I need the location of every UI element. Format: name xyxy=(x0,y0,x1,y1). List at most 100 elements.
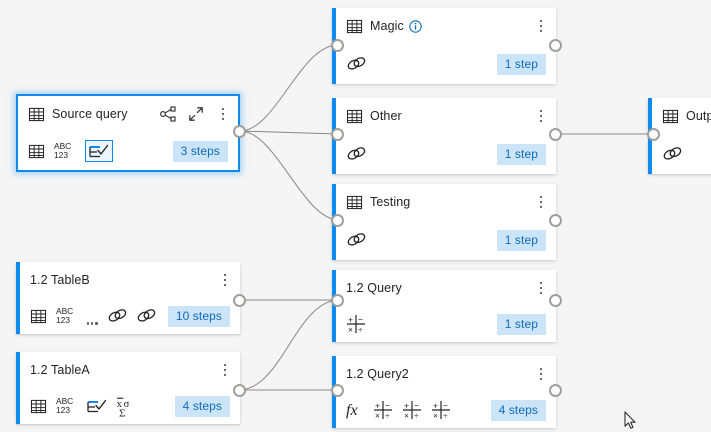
table-icon[interactable] xyxy=(30,309,47,324)
choose-columns-icon-highlighted[interactable] xyxy=(85,140,113,162)
kebab-menu-button[interactable] xyxy=(534,280,548,296)
svg-text:÷: ÷ xyxy=(385,411,390,420)
node-title: Testing xyxy=(370,195,410,209)
svg-text:−: − xyxy=(443,401,448,411)
expand-icon[interactable] xyxy=(188,106,204,122)
node-header-actions xyxy=(534,18,548,34)
node-header-actions xyxy=(218,362,232,378)
port-in-query2[interactable] xyxy=(331,384,344,397)
port-out-other[interactable] xyxy=(549,128,562,141)
node-header-actions xyxy=(534,280,548,296)
node-accent-bar xyxy=(16,262,20,334)
link-icon[interactable] xyxy=(346,232,366,248)
svg-text:ABC: ABC xyxy=(54,141,71,151)
query-node-source-query[interactable]: Source query ABC xyxy=(16,94,240,172)
port-out-source-query[interactable] xyxy=(233,125,246,138)
link-icon[interactable] xyxy=(346,146,366,162)
table-icon[interactable] xyxy=(30,399,47,414)
svg-text:fx: fx xyxy=(346,402,358,419)
node-body: ABC 123 10 steps xyxy=(16,298,240,334)
kebab-menu-button[interactable] xyxy=(534,194,548,210)
node-header-actions xyxy=(534,194,548,210)
step-count-badge[interactable]: 1 step xyxy=(496,229,546,251)
standard-math-icon[interactable]: + − × ÷ xyxy=(402,400,422,420)
abc123-icon[interactable]: ABC 123 xyxy=(54,141,76,161)
statistics-icon[interactable]: x σ Σ xyxy=(116,396,134,417)
table-icon xyxy=(346,19,363,33)
query-node-tableb[interactable]: 1.2 TableB ABC 123 10 steps xyxy=(16,262,240,334)
node-header: Outp xyxy=(648,98,711,134)
port-out-magic[interactable] xyxy=(549,39,562,52)
query-node-magic[interactable]: Magic 1 step xyxy=(332,8,556,84)
query-node-tablea[interactable]: 1.2 TableA ABC 123 xyxy=(16,352,240,424)
step-count-badge[interactable]: 10 steps xyxy=(167,305,230,327)
port-in-testing[interactable] xyxy=(331,214,344,227)
port-in-query[interactable] xyxy=(331,294,344,307)
mouse-cursor xyxy=(624,411,636,429)
table-icon xyxy=(346,109,363,123)
link-icon[interactable] xyxy=(662,146,682,162)
connector-source-query-to-other xyxy=(239,130,339,135)
node-title-text: Query xyxy=(367,281,402,295)
ellipsis-icon[interactable] xyxy=(87,305,98,328)
port-out-query[interactable] xyxy=(549,294,562,307)
fx-icon[interactable]: fx xyxy=(346,400,364,420)
abc123-icon[interactable]: ABC 123 xyxy=(56,396,78,416)
node-body: 1 step xyxy=(332,44,556,84)
table-icon[interactable] xyxy=(28,144,45,159)
port-in-output[interactable] xyxy=(647,128,660,141)
svg-text:123: 123 xyxy=(54,150,68,160)
standard-math-icon[interactable]: + − × ÷ xyxy=(431,400,451,420)
link-icon[interactable] xyxy=(136,308,156,324)
node-title: 1.2 Query xyxy=(346,281,402,295)
query-node-query[interactable]: 1.2 Query + − × ÷ 1 step xyxy=(332,270,556,342)
node-header: Other xyxy=(332,98,556,134)
step-count-badge[interactable]: 1 step xyxy=(496,53,546,75)
link-icon[interactable] xyxy=(346,56,366,72)
abc123-icon[interactable]: ABC 123 xyxy=(56,306,78,326)
step-count-badge[interactable]: 4 steps xyxy=(490,399,546,421)
node-title-text: Source query xyxy=(52,107,128,121)
kebab-menu-button[interactable] xyxy=(218,362,232,378)
svg-text:×: × xyxy=(348,325,353,334)
node-accent-bar xyxy=(16,352,20,424)
node-header: Source query xyxy=(18,96,238,132)
kebab-menu-button[interactable] xyxy=(218,272,232,288)
port-out-tablea[interactable] xyxy=(233,384,246,397)
step-count-badge[interactable]: 4 steps xyxy=(174,395,230,417)
kebab-menu-button[interactable] xyxy=(534,366,548,382)
table-icon xyxy=(346,195,363,209)
svg-text:+: + xyxy=(433,401,438,411)
link-icon[interactable] xyxy=(107,308,127,324)
share-icon[interactable] xyxy=(160,106,176,122)
step-count-badge[interactable]: 3 steps xyxy=(172,140,228,162)
svg-text:×: × xyxy=(433,411,438,420)
port-out-query2[interactable] xyxy=(549,384,562,397)
kebab-menu-button[interactable] xyxy=(216,106,230,122)
kebab-menu-button[interactable] xyxy=(534,108,548,124)
kebab-menu-button[interactable] xyxy=(534,18,548,34)
standard-math-icon[interactable]: + − × ÷ xyxy=(346,314,366,334)
node-title-prefix: 1.2 xyxy=(30,363,48,377)
standard-math-icon[interactable]: + − × ÷ xyxy=(373,400,393,420)
svg-text:−: − xyxy=(358,315,363,325)
step-count-badge[interactable]: 1 step xyxy=(496,143,546,165)
query-node-other[interactable]: Other 1 step xyxy=(332,98,556,174)
port-out-testing[interactable] xyxy=(549,214,562,227)
info-icon[interactable] xyxy=(409,19,422,33)
port-in-magic[interactable] xyxy=(331,39,344,52)
table-icon xyxy=(28,107,45,121)
node-body: fx + − × ÷ + − xyxy=(332,392,556,428)
node-body: ABC 123 x σ Σ 4 steps xyxy=(16,388,240,424)
node-header: 1.2 Query xyxy=(332,270,556,306)
choose-columns-icon[interactable] xyxy=(87,398,107,414)
port-out-tableb[interactable] xyxy=(233,294,246,307)
port-in-other[interactable] xyxy=(331,128,344,141)
step-count-badge[interactable]: 1 step xyxy=(496,313,546,335)
node-title: Other xyxy=(370,109,402,123)
svg-text:σ: σ xyxy=(124,399,130,410)
query-node-testing[interactable]: Testing 1 step xyxy=(332,184,556,260)
svg-text:123: 123 xyxy=(56,315,70,325)
